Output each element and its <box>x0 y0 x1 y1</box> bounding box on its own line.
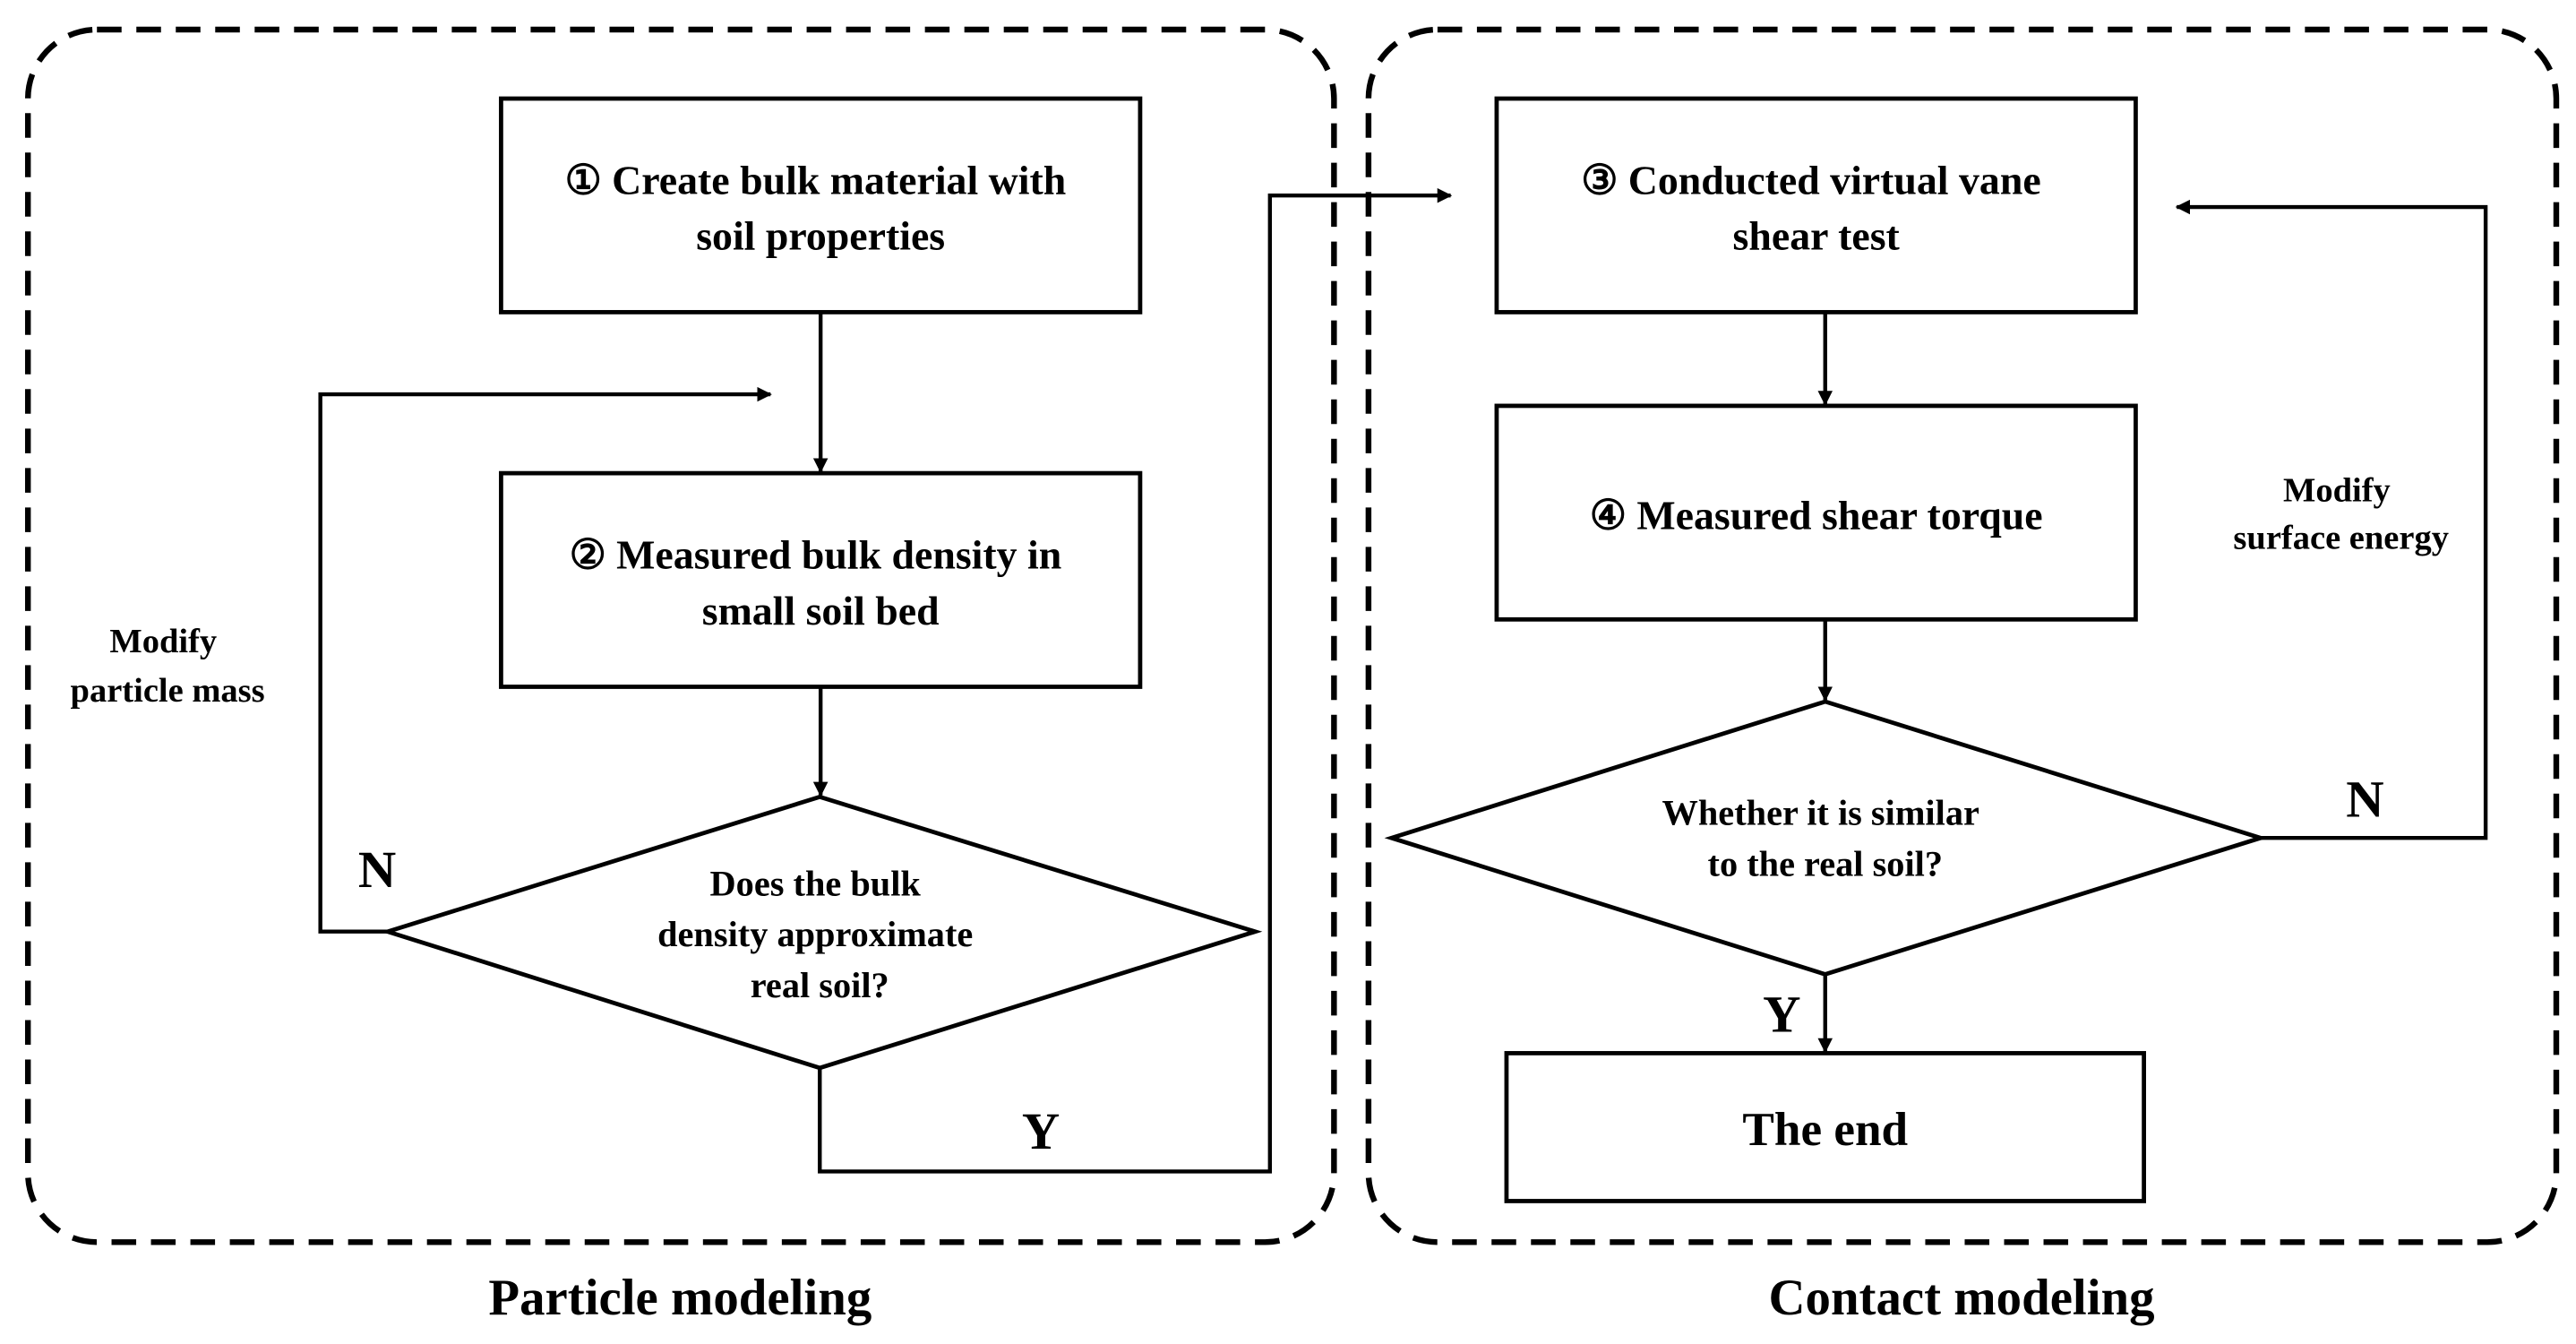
node-measured-bulk-density-line-2: small soil bed <box>702 588 940 633</box>
node-measured-shear-torque-line-1: ④ Measured shear torque <box>1590 492 2043 538</box>
svg-text:① Create bulk material with: ① Create bulk material with soil propert… <box>565 157 1077 258</box>
node-create-bulk-material-line-1: ① Create bulk material with <box>565 157 1067 202</box>
node-create-bulk-material: ① Create bulk material with soil propert… <box>499 96 1143 314</box>
decision-bulk-density-line-1: Does the bulk <box>710 863 922 903</box>
decision-similar-to-real-soil: Whether it is similar to the real soil? <box>1384 699 2268 977</box>
svg-text:④ Measured shear torque: ④ Measured shear torque <box>1590 492 2043 538</box>
label-no-contact: N <box>2346 770 2383 828</box>
arrow-no-loop-contact <box>2175 199 2488 840</box>
decision-similar-line-2: to the real soil? <box>1708 843 1944 883</box>
node-virtual-vane-shear-test-line-2: shear test <box>1733 213 1901 259</box>
particle-modeling-frame <box>24 26 1337 1245</box>
node-measured-bulk-density-line-1: ② Measured bulk density in <box>570 531 1062 577</box>
svg-text:Does the bulk density ap: Does the bulk density approximate real s… <box>657 863 982 1005</box>
label-modify-particle-mass: Modify particle mass <box>71 623 265 710</box>
node-virtual-vane-shear-test: ③ Conducted virtual vane shear test <box>1494 96 2138 314</box>
decision-similar-line-1: Whether it is similar <box>1662 793 1979 833</box>
svg-text:③ Conducted virtual vane: ③ Conducted virtual vane shear test <box>1581 157 2051 258</box>
decision-bulk-density-line-2: density approximate <box>657 914 973 954</box>
node-measured-bulk-density: ② Measured bulk density in small soil be… <box>499 470 1143 689</box>
node-the-end: The end <box>1504 1051 2146 1203</box>
node-the-end-label: The end <box>1742 1103 1908 1156</box>
label-modify-surface-energy: Modify surface energy <box>2233 471 2449 556</box>
label-no-particle: N <box>358 840 396 899</box>
svg-text:Whether it is similar to: Whether it is similar to the real soil? <box>1662 793 1988 884</box>
decision-bulk-density-line-3: real soil? <box>751 965 889 1005</box>
label-yes-contact: Y <box>1763 986 1800 1044</box>
contact-modeling-frame <box>1365 26 2560 1245</box>
arrow-no-loop-particle <box>318 386 772 934</box>
caption-particle-modeling: Particle modeling <box>488 1270 872 1326</box>
node-measured-shear-torque: ④ Measured shear torque <box>1494 403 2138 622</box>
node-virtual-vane-shear-test-line-1: ③ Conducted virtual vane <box>1581 157 2040 202</box>
svg-text:② Measured bulk density in: ② Measured bulk density in small soil be… <box>570 531 1072 633</box>
node-create-bulk-material-line-2: soil properties <box>696 213 945 259</box>
decision-bulk-density: Does the bulk density approximate real s… <box>380 794 1263 1071</box>
caption-contact-modeling: Contact modeling <box>1768 1270 2154 1326</box>
arrow-yes-to-contact <box>818 187 1453 1174</box>
label-yes-particle: Y <box>1022 1102 1060 1160</box>
